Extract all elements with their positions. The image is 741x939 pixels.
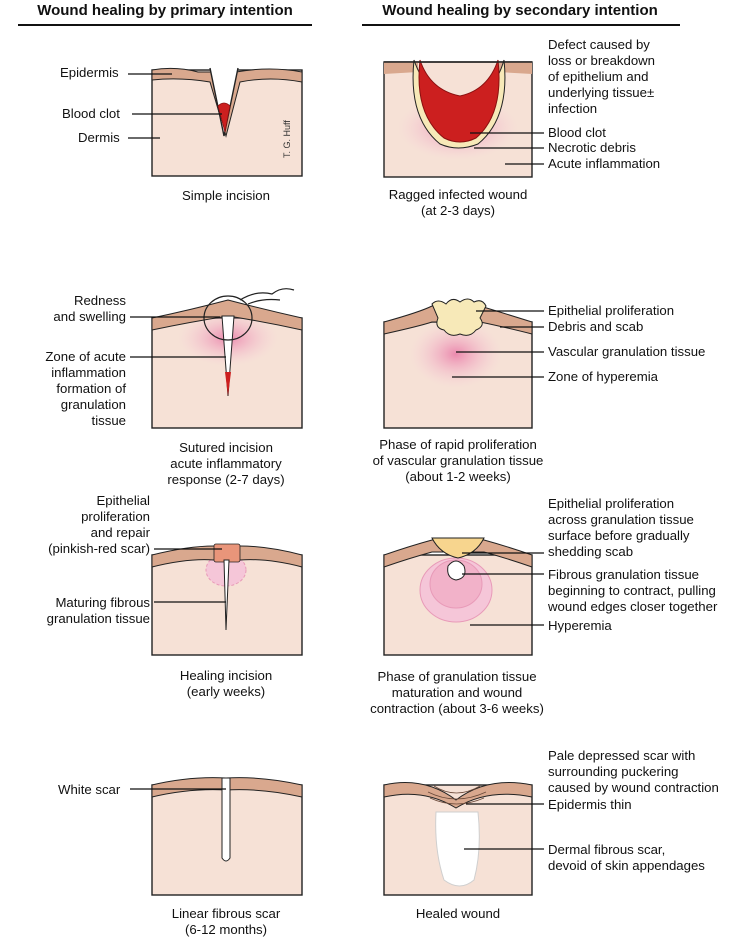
label-redness: Redness and swelling [20,293,126,325]
label-epithelial-repair: Epithelial proliferation and repair (pin… [10,493,150,557]
secondary-stage2-block [384,299,532,428]
caption-secondary-stage4: Healed wound [370,906,546,922]
label-epithelial-proliferation: Epithelial proliferation [548,303,674,319]
label-zone-acute: Zone of acute inflammation formation of … [10,349,126,429]
caption-primary-stage1: Simple incision [140,188,312,204]
label-hyperemia: Hyperemia [548,618,612,634]
caption-primary-stage4: Linear fibrous scar (6-12 months) [140,906,312,938]
primary-stage4-block [152,778,302,895]
label-necrotic-debris: Necrotic debris [548,140,636,156]
secondary-stage3-block [384,538,532,655]
label-epithelial-across: Epithelial proliferation across granulat… [548,496,694,560]
label-white-scar: White scar [58,782,120,798]
secondary-stage4-block [384,783,532,895]
primary-stage1-block: T. G. Huff [152,68,302,176]
label-epidermis: Epidermis [60,65,119,81]
signature: T. G. Huff [282,120,292,158]
primary-stage2-block [152,289,302,428]
caption-secondary-stage2: Phase of rapid proliferation of vascular… [352,437,564,485]
label-sec-blood-clot: Blood clot [548,125,606,141]
label-fibrous-granulation: Fibrous granulation tissue beginning to … [548,567,717,615]
primary-stage3-block [152,544,302,655]
linear-scar [222,778,230,861]
label-acute-inflammation: Acute inflammation [548,156,660,172]
caption-secondary-stage1: Ragged infected wound (at 2-3 days) [360,187,556,219]
pinkish-scar [214,544,240,562]
label-pale-depressed-scar: Pale depressed scar with surrounding puc… [548,748,719,796]
label-defect: Defect caused by loss or breakdown of ep… [548,37,655,117]
secondary-stage1-block [384,60,532,177]
caption-primary-stage3: Healing incision (early weeks) [140,668,312,700]
label-zone-hyperemia: Zone of hyperemia [548,369,658,385]
suture-ends [240,289,294,304]
label-debris-scab: Debris and scab [548,319,643,335]
label-vascular-granulation: Vascular granulation tissue [548,344,705,360]
label-epidermis-thin: Epidermis thin [548,797,632,813]
label-blood-clot: Blood clot [62,106,120,122]
label-dermal-fibrous-scar: Dermal fibrous scar, devoid of skin appe… [548,842,705,874]
label-dermis: Dermis [78,130,120,146]
label-maturing-fibrous: Maturing fibrous granulation tissue [10,595,150,627]
caption-primary-stage2: Sutured incision acute inflammatory resp… [140,440,312,488]
caption-secondary-stage3: Phase of granulation tissue maturation a… [344,669,570,717]
